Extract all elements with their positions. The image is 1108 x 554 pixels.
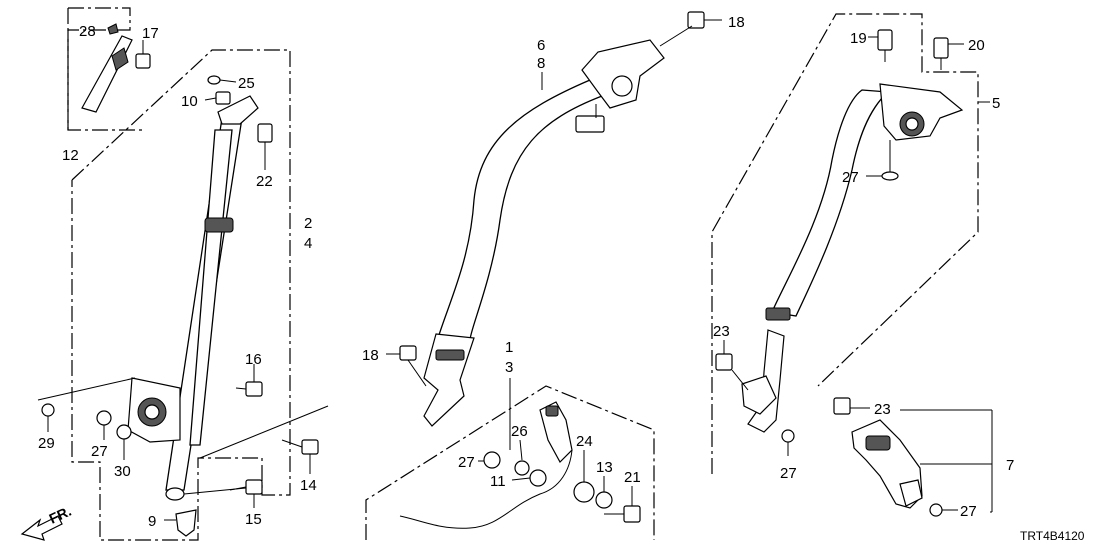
washer-30 <box>116 424 132 440</box>
spacer-26 <box>514 460 530 476</box>
svg-text:FR.: FR. <box>47 503 74 527</box>
front-direction-arrow: FR. <box>20 503 74 541</box>
washer-11 <box>529 469 547 487</box>
callout-11: 11 <box>490 473 506 490</box>
callout-6: 6 <box>537 37 545 54</box>
anchor-cover <box>175 509 197 537</box>
callout-7: 7 <box>1006 457 1014 474</box>
callout-18-lower: 18 <box>362 347 379 364</box>
rear-belt-group <box>386 11 722 427</box>
callout-22: 22 <box>256 173 273 190</box>
callout-27-retractor: 27 <box>842 169 859 186</box>
callout-24: 24 <box>576 433 593 450</box>
callout-5: 5 <box>992 95 1000 112</box>
buckle <box>539 401 573 463</box>
callout-18-upper: 18 <box>728 14 745 31</box>
front-seat-belt-group <box>37 7 329 541</box>
upper-anchor <box>217 95 259 125</box>
bolt-16 <box>245 381 263 397</box>
bolt-19 <box>877 29 893 51</box>
diagram-code: TRT4B4120 <box>1020 529 1085 543</box>
callout-29: 29 <box>38 435 55 452</box>
callout-15: 15 <box>245 511 262 528</box>
rear-retractor <box>581 39 665 109</box>
callout-20: 20 <box>968 37 985 54</box>
washer-24 <box>573 481 595 503</box>
washer-27-buckle <box>483 451 501 469</box>
washer-13 <box>595 491 613 509</box>
callout-9: 9 <box>148 513 156 530</box>
bolt-15 <box>245 479 263 495</box>
bolt-23-upper <box>715 353 733 371</box>
callout-10: 10 <box>181 93 198 110</box>
callout-26: 26 <box>511 423 528 440</box>
bolt-17 <box>135 53 151 69</box>
bolt-22 <box>257 123 273 143</box>
callout-14: 14 <box>300 477 317 494</box>
height-adjuster <box>81 35 133 113</box>
callout-25: 25 <box>238 75 255 92</box>
bolt-21 <box>623 505 641 523</box>
bolt-20 <box>933 37 949 59</box>
buckle-group <box>365 378 655 540</box>
callout-19: 19 <box>850 30 867 47</box>
callout-12: 12 <box>62 147 79 164</box>
washer-27-buckle-assy <box>929 503 943 517</box>
bolt-14 <box>301 439 319 455</box>
washer-27-anchor <box>781 429 795 443</box>
rear-outer-belt-webbing <box>771 89 890 317</box>
lower-anchor <box>165 487 185 501</box>
washer-25 <box>207 75 221 85</box>
bolt-23-lower <box>833 397 851 415</box>
callout-27-buckle-assy: 27 <box>960 503 977 520</box>
belt-slider <box>204 217 234 233</box>
callout-4: 4 <box>304 235 312 252</box>
callout-27-front: 27 <box>91 443 108 460</box>
callout-30: 30 <box>114 463 131 480</box>
clip-29 <box>41 403 55 417</box>
buckle-harness <box>399 449 573 529</box>
bolt-18-lower <box>399 345 417 361</box>
washer-27a <box>96 410 112 426</box>
rear-outer-buckle <box>741 375 777 415</box>
washer-27-retractor <box>881 171 899 181</box>
callout-2: 2 <box>304 215 312 232</box>
callout-23-lower: 23 <box>874 401 891 418</box>
callout-13: 13 <box>596 459 613 476</box>
callout-23-upper: 23 <box>713 323 730 340</box>
nut-10 <box>215 91 231 105</box>
callout-28: 28 <box>79 23 96 40</box>
callout-27-buckle: 27 <box>458 454 475 471</box>
callout-1: 1 <box>505 339 513 356</box>
callout-16: 16 <box>245 351 262 368</box>
callout-3: 3 <box>505 359 513 376</box>
bolt-18-upper <box>687 11 705 29</box>
callout-17: 17 <box>142 25 159 42</box>
clip-28 <box>107 23 119 35</box>
callout-27-anchor: 27 <box>780 465 797 482</box>
rear-buckle-assembly-group <box>833 397 993 517</box>
rear-belt-tongue <box>423 333 475 427</box>
callout-8: 8 <box>537 55 545 72</box>
front-belt-webbing-inner <box>189 129 233 446</box>
rear-outer-belt-group <box>711 13 990 474</box>
callout-21: 21 <box>624 469 641 486</box>
